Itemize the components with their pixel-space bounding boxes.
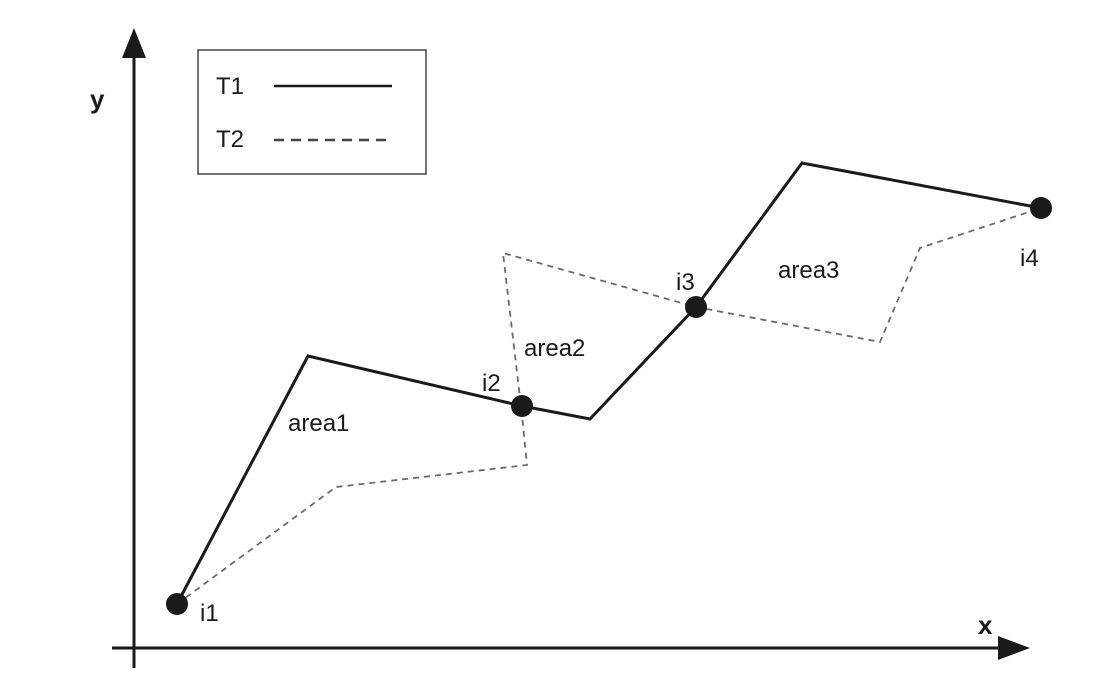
point-label-i4: i4 — [1020, 245, 1039, 272]
point-i2 — [511, 395, 533, 417]
legend-box — [197, 49, 427, 175]
point-i4 — [1030, 197, 1052, 219]
trajectory-t2 — [176, 207, 1042, 605]
x-axis-arrowhead — [998, 636, 1030, 660]
point-label-i3: i3 — [676, 269, 695, 296]
intersection-points — [166, 197, 1052, 615]
legend-label-t2: T2 — [216, 126, 244, 153]
legend-label-t1: T1 — [216, 73, 244, 100]
y-axis-label: y — [90, 84, 105, 114]
point-label-i1: i1 — [200, 600, 219, 627]
point-i3 — [685, 296, 707, 318]
point-i1 — [166, 593, 188, 615]
area-label-area2: area2 — [524, 335, 585, 362]
x-axis-label: x — [978, 610, 993, 640]
point-label-i2: i2 — [482, 370, 501, 397]
trajectory-t1 — [175, 161, 1042, 605]
axes: y x — [90, 28, 1030, 668]
y-axis-arrowhead — [122, 28, 146, 58]
area-label-area3: area3 — [778, 257, 839, 284]
legend: T1 T2 — [197, 49, 427, 175]
area-label-area1: area1 — [288, 410, 349, 437]
